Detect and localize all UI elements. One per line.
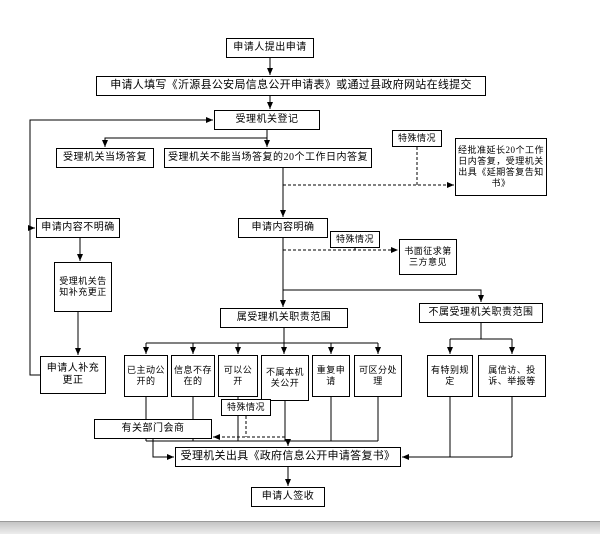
dashed-connectors: [213, 147, 454, 440]
node-applicant-supplement: 申请人补充更正: [40, 356, 106, 394]
node-special-provisions: 有特别规定: [427, 355, 473, 397]
node-department-consultation: 有关部门会商: [94, 419, 212, 439]
node-notify-supplement: 受理机关告知补充更正: [54, 262, 112, 312]
node-special-case-1: 特殊情况: [392, 130, 442, 147]
node-content-unclear: 申请内容不明确: [36, 218, 120, 238]
node-reply-within-20-days: 受理机关不能当场答复的20个工作日内答复: [164, 148, 372, 168]
node-petition-complaint: 属信访、投诉、举报等: [478, 355, 546, 397]
node-fill-application-form: 申请人填写《沂源县公安局信息公开申请表》或通过县政府网站在线提交: [96, 76, 486, 96]
node-special-case-3: 特殊情况: [221, 399, 271, 416]
node-applicant-sign: 申请人签收: [251, 487, 325, 507]
node-issue-reply-document: 受理机关出具《政府信息公开申请答复书》: [175, 447, 401, 467]
node-extend-20-days: 经批准延长20个工作日内答复，受理机关出具《延期答复告知书》: [455, 138, 547, 196]
node-outside-authority-scope: 不属受理机关职责范围: [419, 303, 543, 323]
node-can-disclose: 可以公开: [218, 355, 258, 397]
node-onspot-reply: 受理机关当场答复: [56, 148, 154, 168]
node-separable-handling: 可区分处理: [354, 355, 402, 397]
node-content-clear: 申请内容明确: [238, 218, 328, 238]
node-applicant-submit: 申请人提出申请: [226, 38, 314, 58]
node-info-nonexistent: 信息不存在的: [171, 355, 215, 397]
node-repeat-application: 重复申请: [312, 355, 350, 397]
node-within-authority-scope: 属受理机关职责范围: [220, 308, 348, 328]
node-special-case-2: 特殊情况: [330, 231, 380, 248]
node-authority-register: 受理机关登记: [214, 110, 320, 130]
node-already-disclosed: 已主动公开的: [124, 355, 168, 397]
node-not-this-authority: 不属本机关公开: [261, 355, 309, 401]
window-bottom-edge: [0, 521, 600, 534]
node-third-party-opinion: 书面征求第三方意见: [399, 239, 457, 275]
